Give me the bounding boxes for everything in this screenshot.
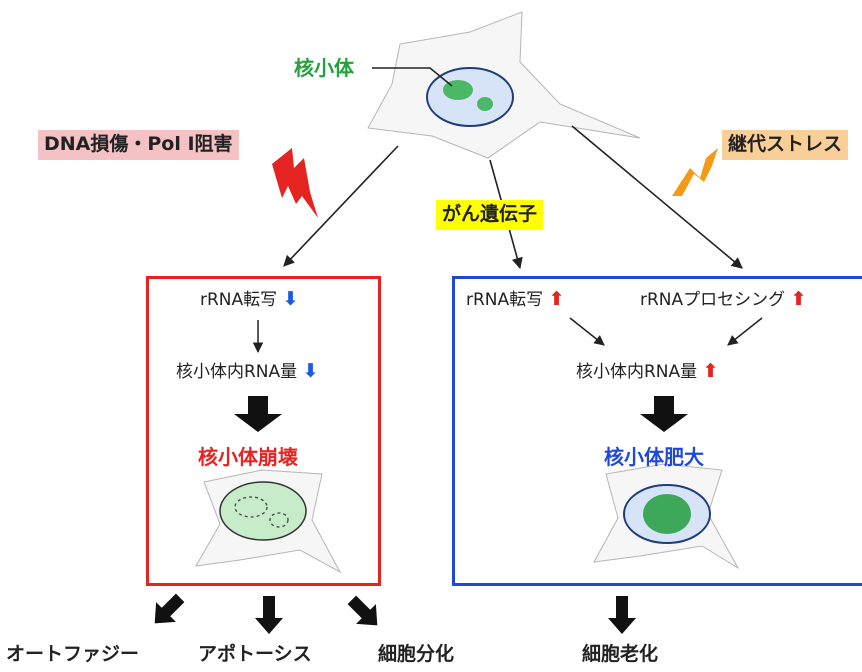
outcome-arrow-apoptosis-icon	[255, 596, 283, 634]
lightning-orange-icon	[672, 148, 718, 196]
right-nucleolar-rna: 核小体内RNA量 ⬆	[576, 362, 719, 381]
arrow-down-icon: ⬇	[302, 360, 319, 382]
left-rrna-transcription: rRNA転写 ⬇	[200, 290, 298, 309]
trigger-passage-stress: 継代ストレス	[722, 130, 849, 160]
top-nucleolus-small	[477, 97, 493, 111]
right-step-arrow-right	[727, 317, 763, 346]
left-rrna-transcription-label: rRNA転写	[200, 290, 278, 310]
outcome-arrow-differentiation-icon	[347, 595, 378, 626]
right-panel-box	[452, 276, 862, 586]
left-nucleolus-remnant-large	[234, 496, 268, 518]
left-result-title: 核小体崩壊	[198, 445, 298, 469]
right-rrna-processing-label: rRNAプロセシング	[640, 290, 786, 310]
right-rrna-processing: rRNAプロセシング ⬆	[640, 290, 806, 309]
arrow-up-icon: ⬆	[548, 288, 565, 310]
right-nucleolar-rna-label: 核小体内RNA量	[576, 362, 698, 382]
arrow-to-right-box	[571, 125, 743, 269]
left-cell	[195, 469, 342, 574]
outcome-arrow-autophagy-icon	[154, 593, 185, 624]
right-rrna-transcription: rRNA転写 ⬆	[466, 290, 564, 309]
right-thick-arrow-icon	[640, 396, 688, 432]
left-nucleolar-rna: 核小体内RNA量 ⬇	[176, 362, 319, 381]
arrow-up-icon: ⬆	[702, 360, 719, 382]
right-step-arrow-left	[569, 317, 605, 346]
left-panel-box	[146, 276, 381, 586]
arrow-up-icon: ⬆	[790, 288, 807, 310]
nucleolus-label: 核小体	[294, 56, 354, 80]
outcome-apoptosis: アポトーシス	[198, 643, 312, 665]
nucleolus-pointer-line	[372, 67, 453, 87]
arrow-to-left-box	[283, 145, 399, 267]
outcome-arrow-senescence-icon	[608, 596, 636, 634]
trigger-oncogene: がん遺伝子	[436, 200, 544, 230]
left-nucleolus-remnant-small	[269, 512, 289, 528]
lightning-red-icon	[272, 148, 318, 218]
left-nucleolar-rna-label: 核小体内RNA量	[176, 362, 298, 382]
right-cell	[593, 463, 740, 570]
right-rrna-transcription-label: rRNA転写	[466, 290, 544, 310]
outcome-senescence: 細胞老化	[582, 643, 659, 665]
arrow-down-icon: ⬇	[282, 288, 299, 310]
left-thick-arrow-icon	[234, 396, 282, 432]
trigger-dna-damage: DNA損傷・Pol Ⅰ阻害	[38, 130, 239, 160]
top-cell	[367, 11, 641, 159]
outcome-differentiation: 細胞分化	[378, 643, 455, 665]
right-result-title: 核小体肥大	[604, 445, 704, 469]
outcome-autophagy: オートファジー	[6, 643, 140, 665]
right-nucleolus-large	[643, 494, 691, 534]
